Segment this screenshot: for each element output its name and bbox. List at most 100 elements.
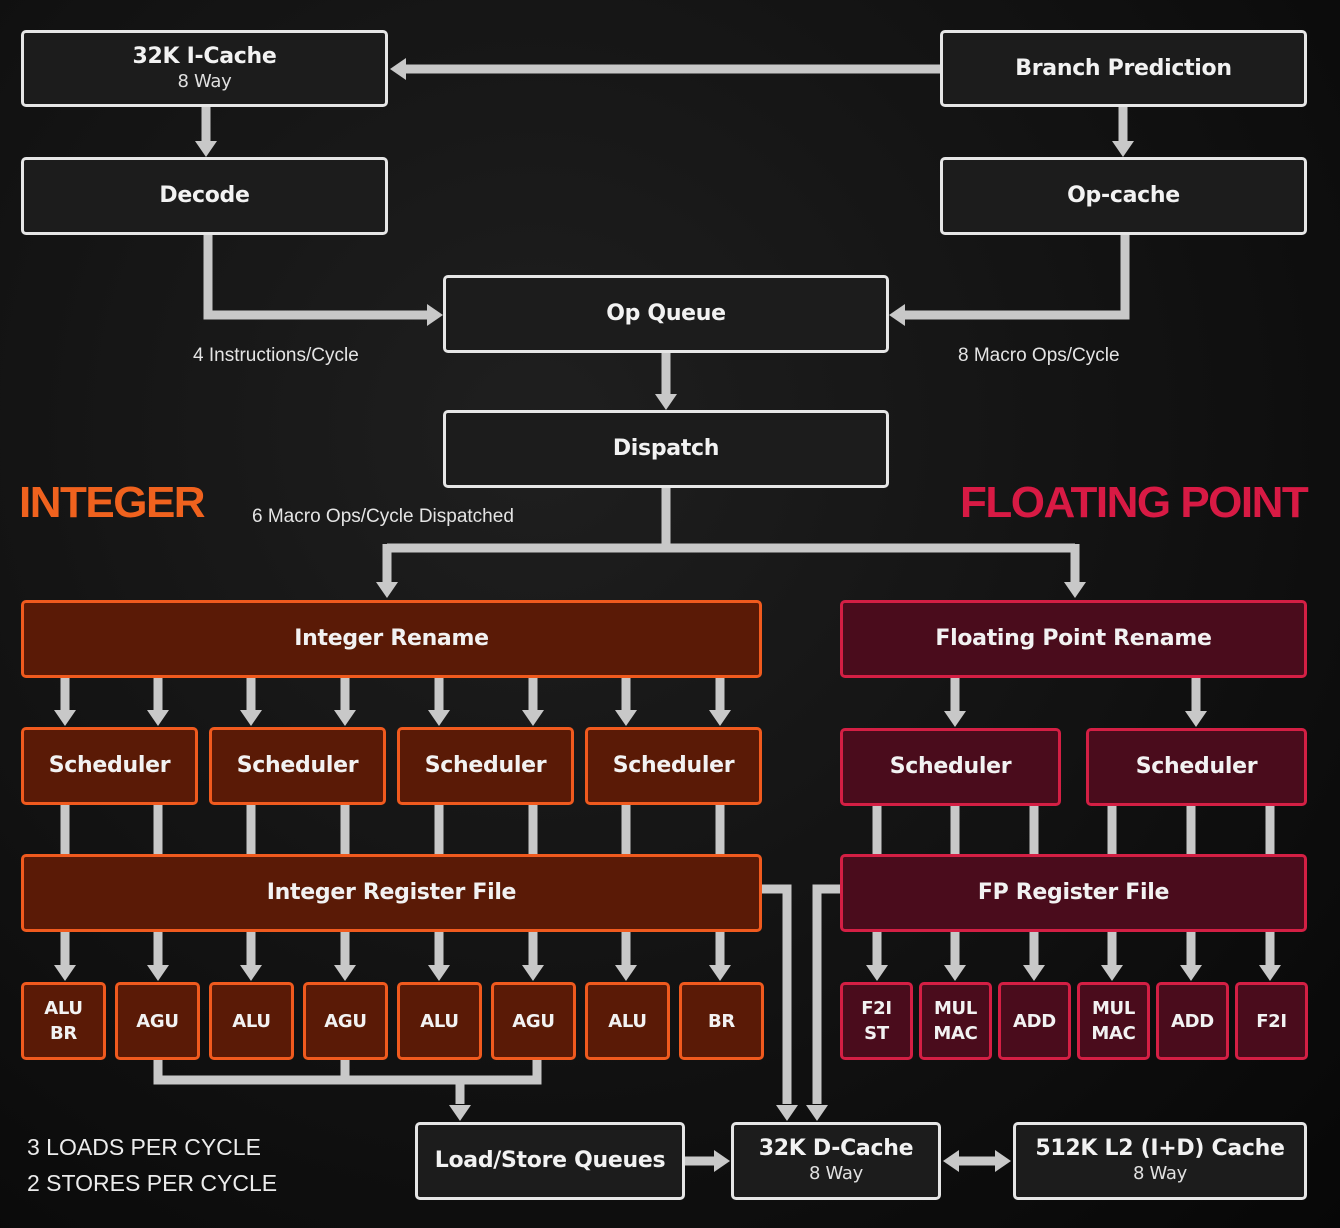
load-store-queues-title: Load/Store Queues	[434, 1148, 666, 1173]
integer-execution-unit-line1: ALU	[420, 1010, 459, 1032]
fp-register-file-title: FP Register File	[977, 880, 1170, 905]
decode-rate-label: 4 Instructions/Cycle	[193, 345, 359, 366]
arrowhead-icon	[240, 965, 262, 981]
integer-section-heading: INTEGER	[19, 478, 206, 527]
integer-execution-unit: ALU	[585, 982, 670, 1060]
load-store-throughput: 3 LOADS PER CYCLE 2 STORES PER CYCLE	[27, 1129, 277, 1201]
arrowhead-icon	[334, 710, 356, 726]
arrowhead-icon	[522, 965, 544, 981]
fp-execution-unit-line1: ADD	[1013, 1010, 1056, 1032]
arrowhead-icon	[1180, 965, 1202, 981]
fp-execution-unit: MUL MAC	[1077, 982, 1150, 1060]
fp-execution-unit-line1: F2I	[1256, 1010, 1287, 1032]
fp-execution-unit-line1: MUL	[1091, 998, 1136, 1019]
arrowhead-icon	[195, 141, 217, 157]
integer-scheduler: Scheduler	[209, 727, 386, 805]
decode-block: Decode	[21, 157, 388, 235]
fp-scheduler-label: Scheduler	[1135, 754, 1258, 779]
arrowhead-icon	[1185, 711, 1207, 727]
arrowhead-icon	[390, 58, 406, 80]
integer-scheduler: Scheduler	[585, 727, 762, 805]
op-queue-block: Op Queue	[443, 275, 889, 353]
fp-section-heading: FLOATING POINT	[960, 478, 1309, 527]
op-cache-block: Op-cache	[940, 157, 1307, 235]
arrowhead-icon	[943, 1150, 959, 1172]
fp-rename-title: Floating Point Rename	[935, 626, 1212, 651]
arrowhead-icon	[866, 965, 888, 981]
integer-register-file-block: Integer Register File	[21, 854, 762, 932]
integer-execution-unit: AGU	[115, 982, 200, 1060]
op-cache-title: Op-cache	[1067, 183, 1180, 208]
arrowhead-icon	[147, 710, 169, 726]
fp-execution-unit-line2: MAC	[1091, 1023, 1136, 1044]
arrowhead-icon	[806, 1105, 828, 1121]
integer-scheduler: Scheduler	[397, 727, 574, 805]
arrowhead-icon	[427, 304, 443, 326]
arrowhead-icon	[709, 710, 731, 726]
arrowhead-icon	[449, 1105, 471, 1121]
branch-prediction-block: Branch Prediction	[940, 30, 1307, 107]
integer-execution-unit-line1: AGU	[324, 1010, 367, 1032]
integer-execution-unit-line1: BR	[708, 1010, 735, 1032]
integer-execution-unit-line1: ALU	[608, 1010, 647, 1032]
arrowhead-icon	[376, 582, 398, 598]
opcache-to-opqueue-wire	[905, 235, 1130, 320]
dispatch-rate-label: 6 Macro Ops/Cycle Dispatched	[252, 506, 514, 527]
opcache-rate-label: 8 Macro Ops/Cycle	[958, 345, 1120, 366]
arrowhead-icon	[147, 965, 169, 981]
branch-prediction-title: Branch Prediction	[1015, 55, 1232, 81]
loads-per-cycle-label: 3 LOADS PER CYCLE	[27, 1134, 261, 1160]
fp-scheduler-label: Scheduler	[889, 754, 1012, 779]
fp-scheduler: Scheduler	[840, 728, 1061, 806]
dcache-block: 32K D-Cache 8 Way	[731, 1122, 941, 1200]
arrowhead-icon	[1064, 582, 1086, 598]
fp-execution-unit-line1: ADD	[1171, 1010, 1214, 1032]
fp-execution-unit: F2I	[1235, 982, 1308, 1060]
arrowhead-icon	[428, 710, 450, 726]
l2-cache-ways: 8 Way	[1132, 1163, 1187, 1184]
arrowhead-icon	[944, 711, 966, 727]
integer-register-file-title: Integer Register File	[266, 880, 517, 905]
arrowhead-icon	[995, 1150, 1011, 1172]
arrowhead-icon	[54, 965, 76, 981]
integer-execution-unit-line2: BR	[50, 1023, 77, 1044]
arrowhead-icon	[714, 1150, 730, 1172]
arrowhead-icon	[522, 710, 544, 726]
arrowhead-icon	[889, 304, 905, 326]
arrowhead-icon	[1259, 965, 1281, 981]
integer-execution-unit: AGU	[303, 982, 388, 1060]
dcache-ways: 8 Way	[808, 1163, 863, 1184]
icache-title: 32K I-Cache	[132, 43, 277, 69]
fp-execution-unit-line2: MAC	[933, 1023, 978, 1044]
integer-scheduler-label: Scheduler	[236, 753, 359, 778]
fp-regfile-to-dcache-wire	[812, 884, 840, 1104]
dcache-title: 32K D-Cache	[758, 1136, 914, 1161]
icache-block: 32K I-Cache 8 Way	[21, 30, 388, 107]
integer-execution-unit-line1: ALU	[232, 1010, 271, 1032]
arrowhead-icon	[944, 965, 966, 981]
fp-execution-unit: ADD	[998, 982, 1071, 1060]
arrowhead-icon	[655, 394, 677, 410]
arrowhead-icon	[776, 1105, 798, 1121]
arrowhead-icon	[1101, 965, 1123, 981]
arrowhead-icon	[428, 965, 450, 981]
fp-rename-block: Floating Point Rename	[840, 600, 1307, 678]
l2-cache-block: 512K L2 (I+D) Cache 8 Way	[1013, 1122, 1307, 1200]
integer-rename-block: Integer Rename	[21, 600, 762, 678]
arrowhead-icon	[1112, 141, 1134, 157]
arrowhead-icon	[615, 965, 637, 981]
l2-cache-title: 512K L2 (I+D) Cache	[1035, 1136, 1285, 1161]
decode-title: Decode	[159, 183, 250, 208]
dispatch-block: Dispatch	[443, 410, 889, 488]
integer-execution-unit-line1: AGU	[136, 1010, 179, 1032]
integer-scheduler-label: Scheduler	[612, 753, 735, 778]
dispatch-title: Dispatch	[612, 436, 720, 461]
fp-execution-unit: ADD	[1156, 982, 1229, 1060]
arrowhead-icon	[709, 965, 731, 981]
integer-rename-title: Integer Rename	[294, 626, 489, 651]
integer-execution-unit-line1: ALU	[44, 998, 83, 1019]
integer-execution-unit: ALU	[209, 982, 294, 1060]
